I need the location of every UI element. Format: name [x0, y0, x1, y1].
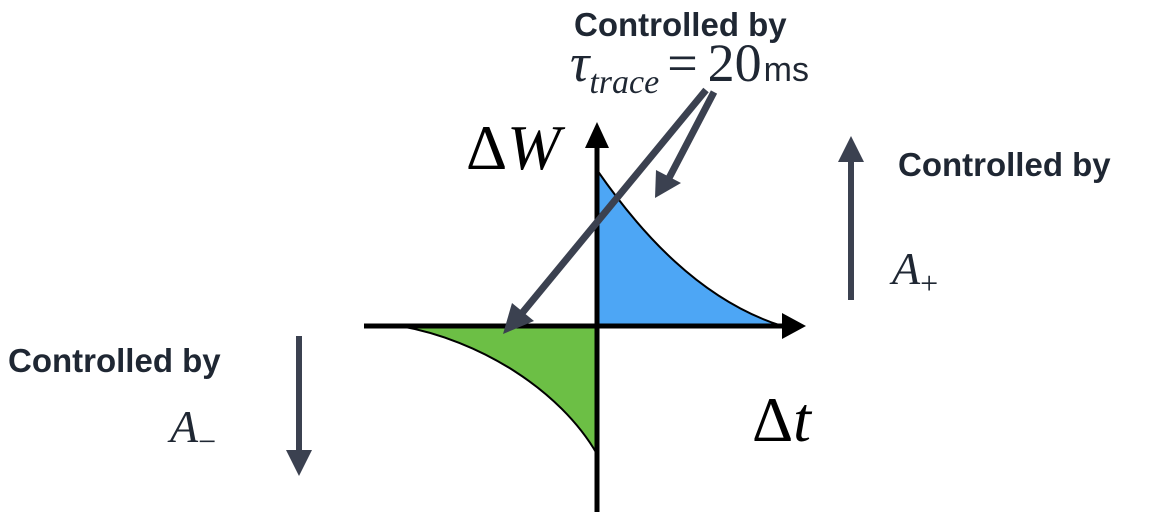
tau-arrow-short: [664, 90, 718, 182]
tau-arrow-short-head: [655, 170, 681, 198]
a-plus-symbol: A: [892, 243, 921, 294]
a-plus-sub: +: [920, 265, 939, 301]
tau-symbol: τ: [570, 33, 590, 93]
a-minus-label: A−: [170, 401, 217, 459]
x-axis-arrowhead: [782, 313, 806, 339]
tau-value: 20: [707, 33, 762, 93]
tau-trace-equation: τtrace=20ms: [570, 36, 809, 100]
a-plus-up-arrow: [838, 136, 864, 300]
x-axis-var: t: [793, 384, 811, 455]
tau-equals: =: [667, 33, 698, 93]
tau-subscript: trace: [589, 64, 660, 101]
x-axis-label: Δt: [752, 388, 811, 452]
a-plus-label: A+: [892, 243, 939, 301]
y-axis-arrowhead: [585, 122, 609, 148]
x-axis-delta: Δ: [752, 384, 794, 455]
right-controlled-by-label: Controlled by: [898, 146, 1111, 183]
left-controlled-by-label: Controlled by: [8, 342, 221, 379]
ltd-region: [399, 325, 598, 458]
y-axis-label: ΔW: [466, 116, 560, 180]
a-minus-symbol: A: [170, 401, 199, 452]
y-axis-var: W: [507, 112, 561, 183]
tau-arrow-long: [515, 87, 709, 321]
tau-pointer-arrows: [503, 87, 718, 334]
tau-arrow-long-head: [503, 303, 534, 334]
top-controlled-by-label: Controlled by: [574, 6, 787, 43]
tau-unit: ms: [763, 51, 809, 89]
y-axis-delta: Δ: [466, 112, 508, 183]
a-minus-sub: −: [198, 423, 217, 459]
a-minus-down-arrow: [286, 336, 312, 476]
